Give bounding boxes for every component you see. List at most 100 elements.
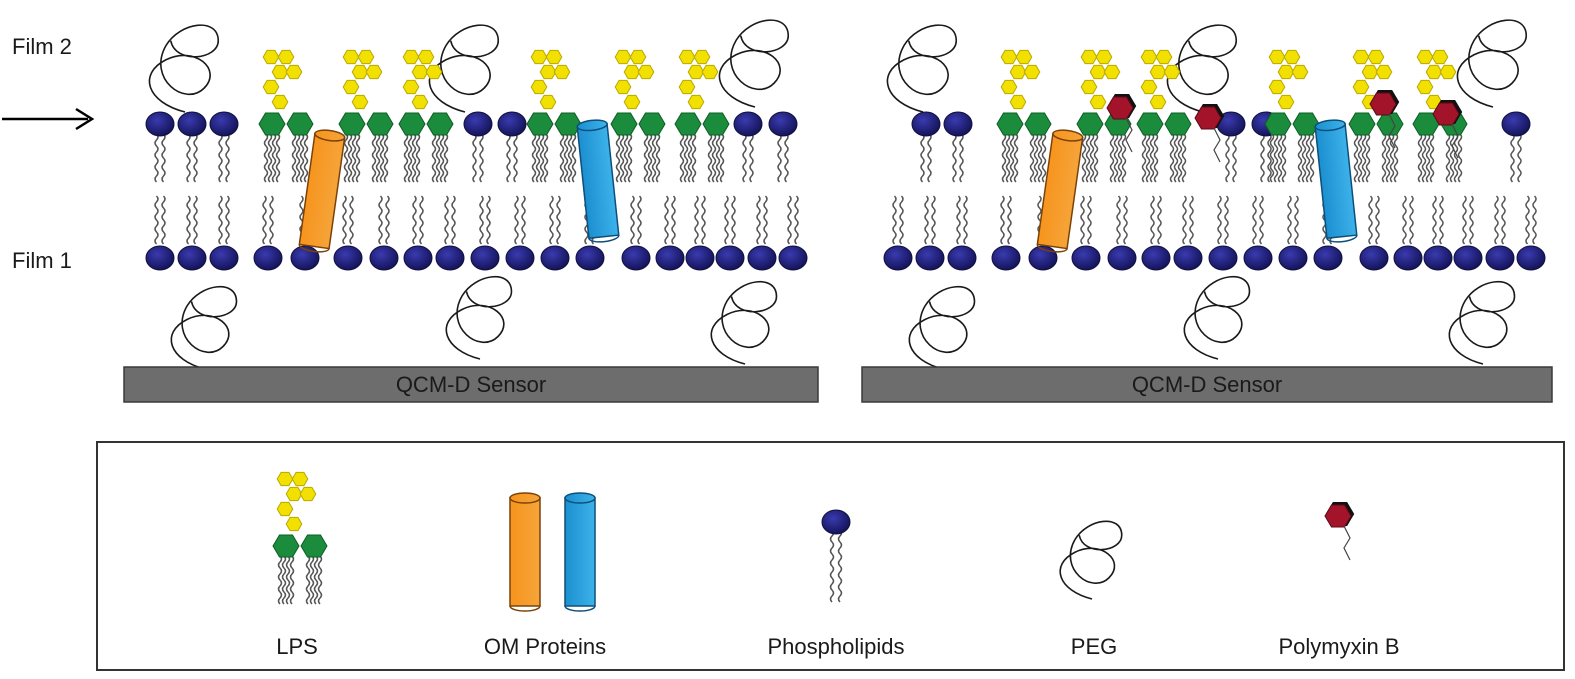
- phospholipid-head: [177, 245, 207, 271]
- lps-sugar: [545, 49, 563, 65]
- lps-sugar: [1163, 64, 1181, 80]
- lps-sugar: [351, 64, 369, 80]
- om-protein-orange: [1036, 129, 1084, 253]
- lps-sugar: [1015, 49, 1033, 65]
- legend-lps-label: LPS: [276, 634, 318, 659]
- phospholipid: [621, 195, 651, 271]
- lps-molecule: [398, 49, 454, 183]
- phospholipid-head: [821, 509, 851, 535]
- lps-sugar: [365, 64, 383, 80]
- phospholipid-head: [497, 111, 527, 137]
- lps-sugar: [1268, 49, 1286, 65]
- phospholipid-head: [540, 245, 570, 271]
- polymyxin-ring: [1324, 504, 1352, 528]
- lps-sugar-chain: [1000, 49, 1041, 110]
- phospholipid: [1516, 195, 1546, 271]
- phospholipid-head: [1243, 245, 1273, 271]
- om-protein-orange: [298, 129, 346, 253]
- lps-sugar: [351, 94, 369, 110]
- phospholipid: [177, 195, 207, 271]
- peg-chain: [445, 276, 513, 360]
- lps-sugar: [271, 64, 289, 80]
- phospholipid-head: [403, 245, 433, 271]
- phospholipid-head: [575, 245, 605, 271]
- lps-molecule: [526, 49, 582, 183]
- phospholipid: [209, 195, 239, 271]
- lps-sugar: [402, 49, 420, 65]
- lps-sugar: [1277, 94, 1295, 110]
- phospholipid-head: [715, 245, 745, 271]
- lps-sugar: [285, 64, 303, 80]
- lps-molecule: [1136, 49, 1192, 183]
- phospholipid: [911, 111, 941, 183]
- phospholipid: [915, 195, 945, 271]
- phospholipid-head: [1453, 245, 1483, 271]
- phospholipid-head: [1423, 245, 1453, 271]
- peg-chain: [1448, 281, 1516, 365]
- lps-sugar: [1416, 49, 1434, 65]
- polymyxin-b: [1432, 99, 1463, 159]
- polymyxin-ring: [1194, 106, 1222, 130]
- phospholipid-head: [1485, 245, 1515, 271]
- lps-sugar: [1089, 64, 1107, 80]
- lps-sugar: [637, 64, 655, 80]
- phospholipid-head: [369, 245, 399, 271]
- phospholipid-head: [915, 245, 945, 271]
- lps-sugar: [417, 49, 435, 65]
- lps-sugar: [1140, 79, 1158, 95]
- lps-sugar: [1439, 64, 1457, 80]
- lps-core: [996, 112, 1024, 136]
- lps-molecule: [1264, 49, 1320, 183]
- phospholipid: [177, 111, 207, 183]
- peg-chain: [1059, 520, 1123, 600]
- phospholipid: [1107, 195, 1137, 271]
- phospholipid: [497, 111, 527, 183]
- phospholipid-head: [947, 245, 977, 271]
- lps-sugar: [629, 49, 647, 65]
- phospholipid-head: [1359, 245, 1389, 271]
- lps-core: [638, 112, 666, 136]
- lps-sugar-chain: [262, 49, 303, 110]
- sensor-label: QCM-D Sensor: [1132, 372, 1282, 397]
- polymyxin-ring: [1432, 102, 1460, 126]
- legend-om-protein-blue: [564, 492, 596, 612]
- lps-sugar-chain: [530, 49, 571, 110]
- peg-chain: [908, 286, 976, 370]
- legend-icons: [272, 471, 1355, 612]
- phospholipid: [883, 195, 913, 271]
- om-protein-blue: [1314, 119, 1358, 243]
- lps-sugar: [262, 79, 280, 95]
- lps-sugar-chain: [614, 49, 655, 110]
- phospholipid-head: [333, 245, 363, 271]
- legend-lps-icon: [272, 471, 328, 605]
- lps-sugar: [1023, 64, 1041, 80]
- lps-sugar: [411, 94, 429, 110]
- phospholipid-head: [1107, 245, 1137, 271]
- phospholipid-head: [655, 245, 685, 271]
- phospholipid-head: [778, 245, 808, 271]
- lps-sugar-chain: [402, 49, 443, 110]
- lps-sugar: [1155, 49, 1173, 65]
- lps-sugar: [530, 49, 548, 65]
- peg-chain: [170, 286, 238, 370]
- lps-sugar: [1283, 49, 1301, 65]
- film1-label: Film 1: [12, 248, 72, 273]
- lps-sugar: [614, 49, 632, 65]
- phospholipid: [1453, 195, 1483, 271]
- qcm-sensor-left: QCM-D Sensor: [123, 366, 819, 403]
- lps-sugar: [285, 486, 303, 502]
- phospholipid: [1393, 195, 1423, 271]
- phospholipid: [991, 195, 1021, 271]
- lps-sugar: [614, 79, 632, 95]
- lps-sugar: [411, 64, 429, 80]
- lps-sugar: [276, 471, 294, 487]
- phospholipid-head: [1028, 245, 1058, 271]
- phospholipid: [403, 195, 433, 271]
- lps-sugar: [623, 64, 641, 80]
- panel-before: [145, 19, 808, 370]
- phospholipid: [1243, 195, 1273, 271]
- lps-sugar: [1361, 64, 1379, 80]
- phospholipid: [209, 111, 239, 183]
- phospholipid-head: [911, 111, 941, 137]
